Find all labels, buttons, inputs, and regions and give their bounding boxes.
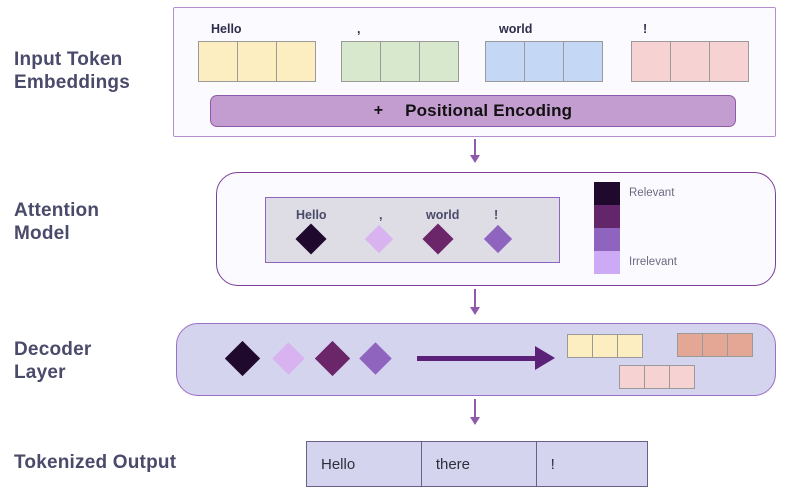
decoder-output-cell bbox=[619, 365, 645, 389]
decoder-output-block-3 bbox=[619, 365, 695, 389]
decoder-output-cell bbox=[702, 333, 728, 357]
decoder-output-block-2 bbox=[677, 333, 753, 357]
embedding-cell bbox=[237, 41, 277, 82]
decoder-diamond-2 bbox=[272, 342, 305, 375]
row-label-input-token-embeddings: Input Token Embeddings bbox=[14, 49, 131, 93]
decoder-diamond-4 bbox=[359, 342, 392, 375]
decoder-output-cell bbox=[677, 333, 703, 357]
embedding-strip-world bbox=[485, 41, 603, 82]
flow-arrow-1-head-icon bbox=[470, 155, 480, 163]
legend-label-relevant: Relevant bbox=[629, 187, 675, 199]
flow-arrow-3-line bbox=[474, 399, 476, 419]
attention-model-panel: Hello , world ! Relevant Irrelevant bbox=[216, 172, 776, 286]
decoder-arrow-head-icon bbox=[535, 346, 555, 370]
embedding-cell bbox=[198, 41, 238, 82]
decoder-layer-panel bbox=[176, 323, 776, 396]
tokenized-output-cell[interactable]: there bbox=[420, 441, 537, 487]
legend-swatch-3 bbox=[594, 228, 620, 251]
row-label-attention-model: Attention Model bbox=[14, 200, 100, 244]
attention-word-hello: Hello bbox=[296, 208, 327, 222]
decoder-output-cell bbox=[727, 333, 753, 357]
embedding-cell bbox=[485, 41, 525, 82]
embedding-cell bbox=[670, 41, 710, 82]
attention-diamond-comma bbox=[364, 224, 394, 254]
input-token-word-comma: , bbox=[357, 22, 361, 36]
embedding-cell bbox=[709, 41, 749, 82]
plus-sign-icon: + bbox=[373, 102, 384, 119]
flow-arrow-1-line bbox=[474, 139, 476, 157]
tokenized-output-cell[interactable]: Hello bbox=[306, 441, 422, 487]
flow-arrow-3-head-icon bbox=[470, 417, 480, 425]
row-label-decoder-layer: Decoder Layer bbox=[14, 339, 92, 383]
decoder-diamond-3 bbox=[314, 340, 351, 377]
tokenized-output-cell[interactable]: ! bbox=[535, 441, 648, 487]
positional-encoding-bar[interactable]: + Positional Encoding bbox=[210, 95, 736, 127]
decoder-arrow-line bbox=[417, 356, 537, 361]
attention-diamond-exclamation bbox=[483, 224, 513, 254]
embedding-strip-hello bbox=[198, 41, 316, 82]
attention-tokens-box: Hello , world ! bbox=[265, 197, 560, 263]
input-token-word-exclamation: ! bbox=[643, 22, 648, 36]
flow-arrow-2-head-icon bbox=[470, 307, 480, 315]
legend-swatch-2 bbox=[594, 205, 620, 228]
decoder-output-cell bbox=[669, 365, 695, 389]
embedding-cell bbox=[276, 41, 316, 82]
embedding-cell bbox=[380, 41, 420, 82]
flow-arrow-2-line bbox=[474, 289, 476, 309]
embedding-cell bbox=[563, 41, 603, 82]
attention-word-exclamation: ! bbox=[494, 208, 499, 222]
input-token-word-hello: Hello bbox=[211, 22, 242, 36]
embedding-cell bbox=[631, 41, 671, 82]
decoder-output-block-1 bbox=[567, 334, 643, 358]
decoder-output-cell bbox=[644, 365, 670, 389]
attention-diamond-hello bbox=[295, 223, 327, 255]
legend-label-irrelevant: Irrelevant bbox=[629, 256, 677, 268]
row-label-tokenized-output: Tokenized Output bbox=[14, 452, 177, 473]
embedding-cell bbox=[524, 41, 564, 82]
decoder-output-cell bbox=[567, 334, 593, 358]
embedding-strip-comma bbox=[341, 41, 459, 82]
input-token-embeddings-panel: Hello , world ! + Positional Encoding bbox=[173, 7, 776, 137]
decoder-output-cell bbox=[617, 334, 643, 358]
decoder-diamond-1 bbox=[224, 340, 261, 377]
attention-word-comma: , bbox=[379, 208, 383, 222]
legend-swatch-relevant bbox=[594, 182, 620, 205]
positional-encoding-label: Positional Encoding bbox=[405, 101, 573, 120]
embedding-cell bbox=[341, 41, 381, 82]
attention-word-world: world bbox=[426, 208, 460, 222]
legend-swatch-irrelevant bbox=[594, 251, 620, 274]
input-token-word-world: world bbox=[499, 22, 533, 36]
embedding-cell bbox=[419, 41, 459, 82]
attention-diamond-world bbox=[422, 223, 454, 255]
embedding-strip-exclamation bbox=[631, 41, 749, 82]
decoder-output-cell bbox=[592, 334, 618, 358]
